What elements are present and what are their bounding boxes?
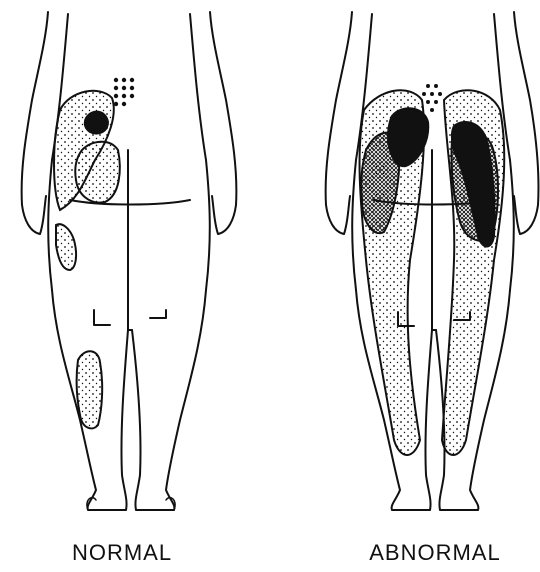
abnormal-figure [326,12,539,510]
caption-abnormal: ABNORMAL [335,540,535,566]
normal-gluteal-fold [70,200,190,205]
normal-figure [22,12,237,510]
normal-knee-creases [94,310,166,325]
abnormal-dot-cluster [422,84,442,112]
normal-dot-cluster [114,78,134,106]
normal-dark-spot [85,112,108,134]
caption-normal: NORMAL [22,540,222,566]
normal-inner-thigh [128,210,132,330]
normal-thigh-region [56,224,76,270]
normal-regions [54,91,120,429]
normal-right-leg [132,290,206,510]
normal-hip-region [75,142,120,203]
normal-calf-region [77,351,102,428]
abnormal-inner-thigh [432,210,436,330]
normal-feet [87,498,175,510]
